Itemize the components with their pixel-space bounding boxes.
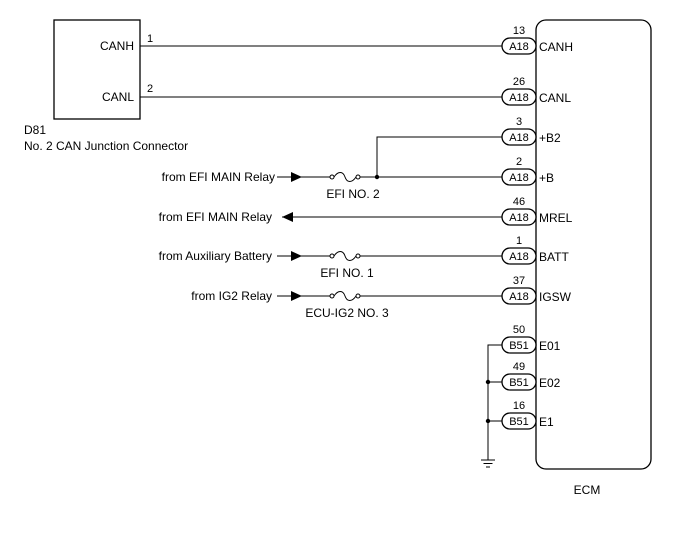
- junction-pin-signal-canh: CANH: [100, 39, 134, 53]
- terminal-signal-label: CANH: [539, 40, 573, 54]
- ground-symbol-icon: [481, 459, 495, 468]
- terminal-pin-number: 1: [516, 235, 522, 247]
- terminal-pin-number: 13: [513, 25, 525, 37]
- fuse-efi-no1-icon: [329, 251, 361, 261]
- connector-code: B51: [509, 377, 529, 389]
- terminal-signal-label: E01: [539, 339, 561, 353]
- fuse-label: EFI NO. 2: [326, 187, 380, 201]
- terminal-signal-label: E1: [539, 415, 554, 429]
- connector-code: B51: [509, 416, 529, 428]
- junction-connector-box: [53, 19, 141, 120]
- terminal-pin-number: 2: [516, 156, 522, 168]
- ground-junction-dot-2: [485, 418, 491, 424]
- source-label: from Auxiliary Battery: [159, 249, 272, 263]
- connector-code: A18: [509, 212, 529, 224]
- connector-pill: [501, 208, 537, 226]
- connector-code: B51: [509, 340, 529, 352]
- source-label: from EFI MAIN Relay: [162, 170, 275, 184]
- connector-code: A18: [509, 132, 529, 144]
- connector-code: A18: [509, 41, 529, 53]
- terminal-signal-label: +B: [539, 171, 554, 185]
- connector-code: A18: [509, 172, 529, 184]
- connector-pill: [501, 287, 537, 305]
- terminal-signal-label: IGSW: [539, 290, 572, 304]
- connector-code: A18: [509, 251, 529, 263]
- terminal-signal-label: E02: [539, 376, 561, 390]
- fuse-ecu-ig2-no3-icon: [329, 291, 361, 301]
- arrow-right-icon: [291, 251, 302, 261]
- terminal-pin-number: 37: [513, 275, 525, 287]
- fuse-label: EFI NO. 1: [320, 266, 374, 280]
- terminal-signal-label: BATT: [539, 250, 569, 264]
- terminal-pin-number: 26: [513, 76, 525, 88]
- connector-pill: [501, 336, 537, 354]
- ecm-box: [535, 19, 652, 470]
- source-label: from IG2 Relay: [191, 289, 272, 303]
- connector-pill: [501, 247, 537, 265]
- terminal-pin-number: 50: [513, 324, 525, 336]
- terminal-pin-number: 46: [513, 196, 525, 208]
- ground-junction-dot-1: [485, 379, 491, 385]
- wire-junction-dot: [374, 174, 380, 180]
- connector-pill: [501, 37, 537, 55]
- connector-pill: [501, 412, 537, 430]
- junction-pin-number-1: 1: [147, 33, 153, 45]
- junction-pin-number-2: 2: [147, 83, 153, 95]
- arrow-right-icon: [291, 172, 302, 182]
- ecm-label: ECM: [574, 483, 601, 497]
- junction-connector-code: D81: [24, 123, 46, 137]
- wire-ground: [487, 344, 502, 460]
- connector-pill: [501, 128, 537, 146]
- connector-pill: [501, 373, 537, 391]
- junction-pin-signal-canl: CANL: [102, 90, 134, 104]
- arrow-right-icon: [291, 291, 302, 301]
- terminal-pin-number: 49: [513, 361, 525, 373]
- terminal-pin-number: 3: [516, 116, 522, 128]
- connector-pill: [501, 168, 537, 186]
- terminal-signal-label: +B2: [539, 131, 561, 145]
- wire-b2: [376, 136, 502, 177]
- connector-pill: [501, 88, 537, 106]
- connector-code: A18: [509, 92, 529, 104]
- terminal-pin-number: 16: [513, 400, 525, 412]
- source-label: from EFI MAIN Relay: [159, 210, 272, 224]
- terminal-signal-label: MREL: [539, 211, 573, 225]
- arrow-left-icon: [282, 212, 293, 222]
- terminal-signal-label: CANL: [539, 91, 571, 105]
- fuse-efi-no2-icon: [329, 172, 361, 182]
- fuse-label: ECU-IG2 NO. 3: [305, 306, 389, 320]
- junction-connector-name: No. 2 CAN Junction Connector: [24, 139, 188, 153]
- connector-code: A18: [509, 291, 529, 303]
